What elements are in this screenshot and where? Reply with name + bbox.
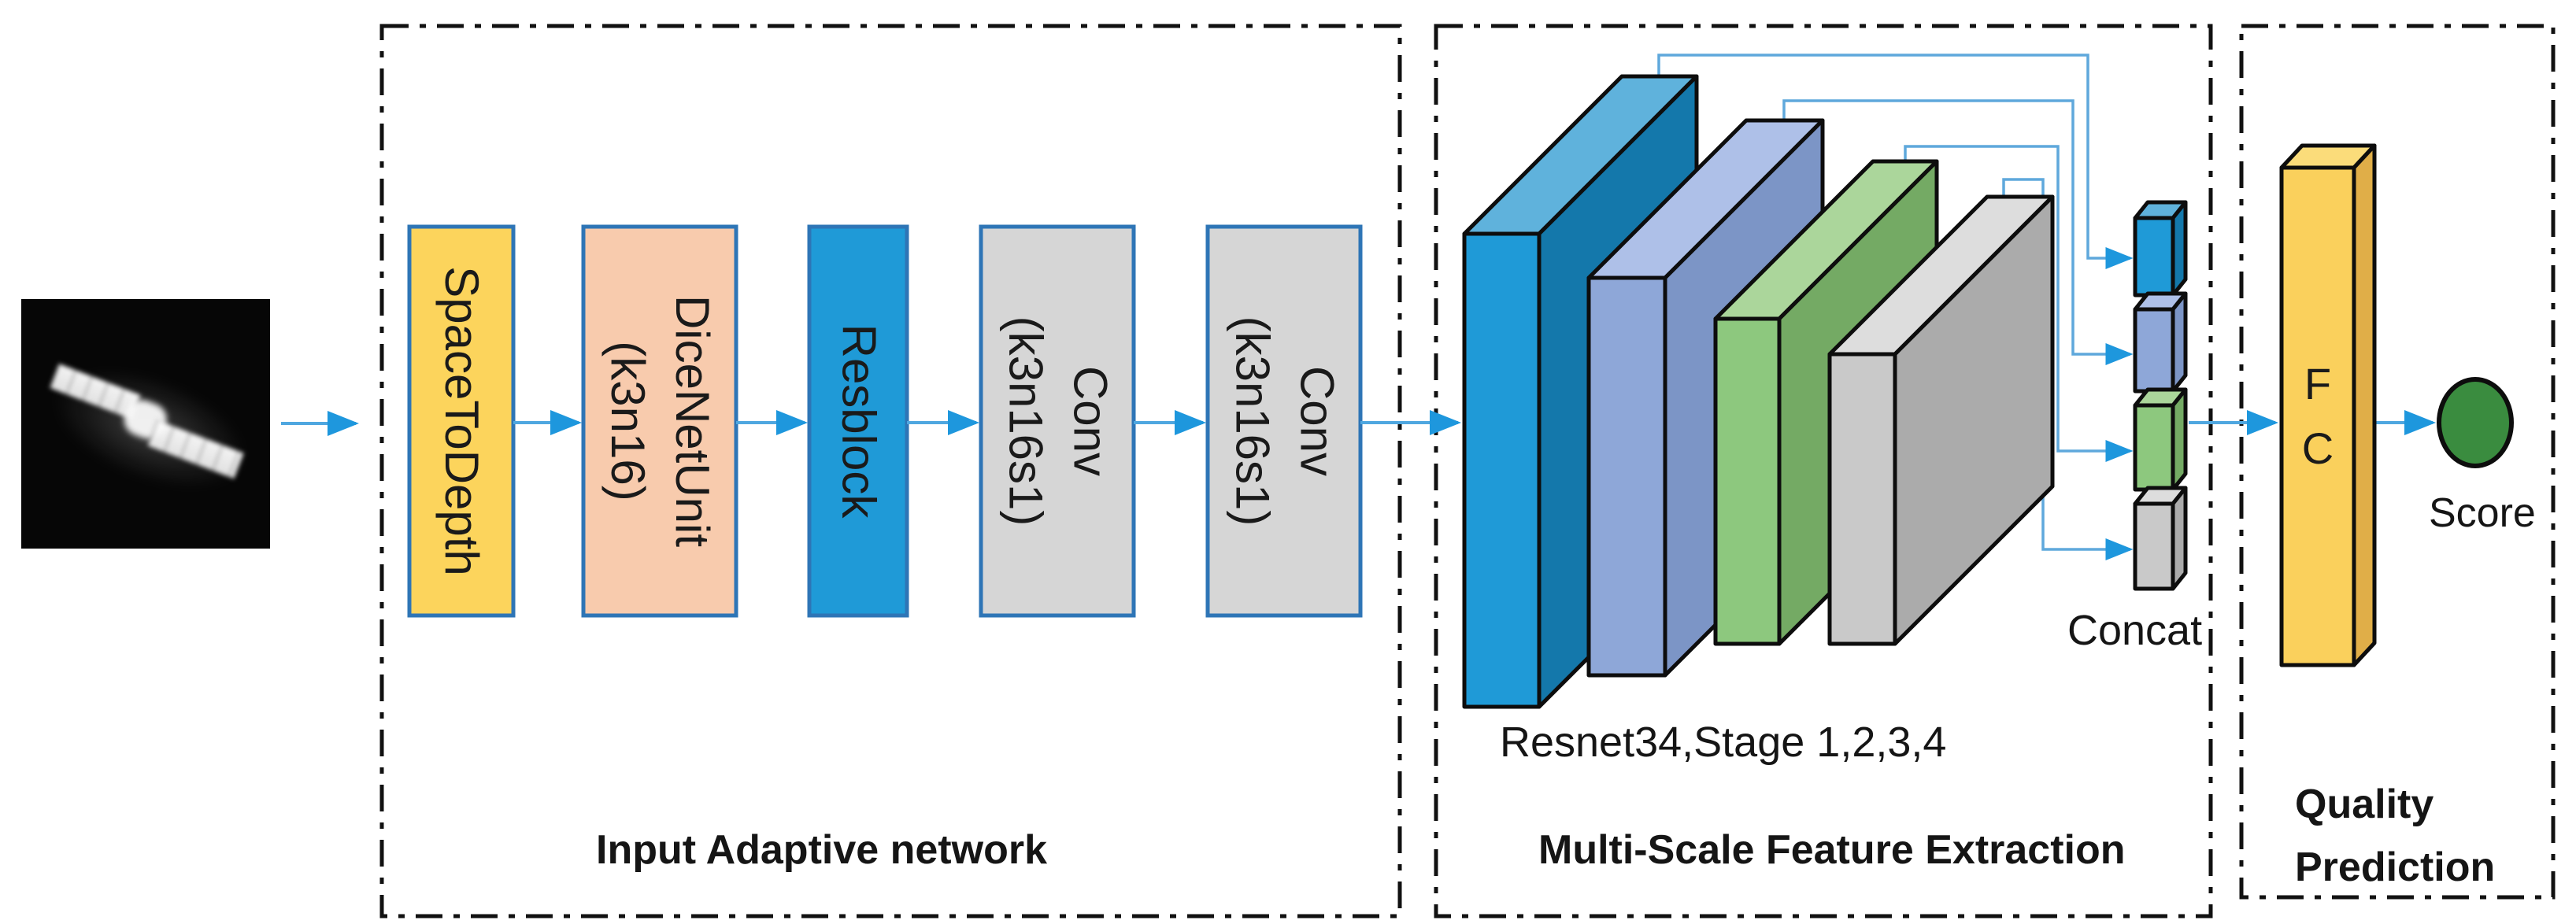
quality-box-border xyxy=(2239,24,2556,900)
concat-cube-stage2 xyxy=(2133,291,2188,394)
score-label: Score xyxy=(2429,490,2536,536)
space-to-depth-block xyxy=(407,224,516,618)
concat-cube-stage1 xyxy=(2133,200,2188,298)
multiscale-title: Multi-Scale Feature Extraction xyxy=(1538,827,2126,873)
fc-bar xyxy=(2279,143,2377,667)
multiscale-box-border xyxy=(1434,24,2213,918)
input-adaptive-box-border xyxy=(379,24,1402,918)
conv2-block xyxy=(1205,224,1363,618)
resnet-caption: Resnet34,Stage 1,2,3,4 xyxy=(1500,719,1947,766)
fc-label: F C xyxy=(2301,359,2334,473)
resblock-block xyxy=(807,224,909,618)
input-adaptive-title: Input Adaptive network xyxy=(596,827,1047,873)
skip-stage3-to-concat xyxy=(1904,145,2134,462)
input-satellite-image xyxy=(21,299,270,549)
dicenet-unit-block xyxy=(581,224,738,618)
quality-prediction-title: Quality Prediction xyxy=(2295,782,2496,890)
conv1-block xyxy=(979,224,1136,618)
concat-cube-stage3 xyxy=(2133,387,2188,492)
skip-stage2-to-concat xyxy=(1782,99,2134,365)
concat-label: Concat xyxy=(2067,607,2203,654)
skip-stage1-to-concat xyxy=(1657,54,2134,269)
resnet-stage4-slab xyxy=(1827,194,2055,646)
skip-stage4-to-concat xyxy=(2002,178,2134,560)
score-node xyxy=(2437,377,2514,468)
concat-cube-stage4 xyxy=(2133,486,2188,591)
